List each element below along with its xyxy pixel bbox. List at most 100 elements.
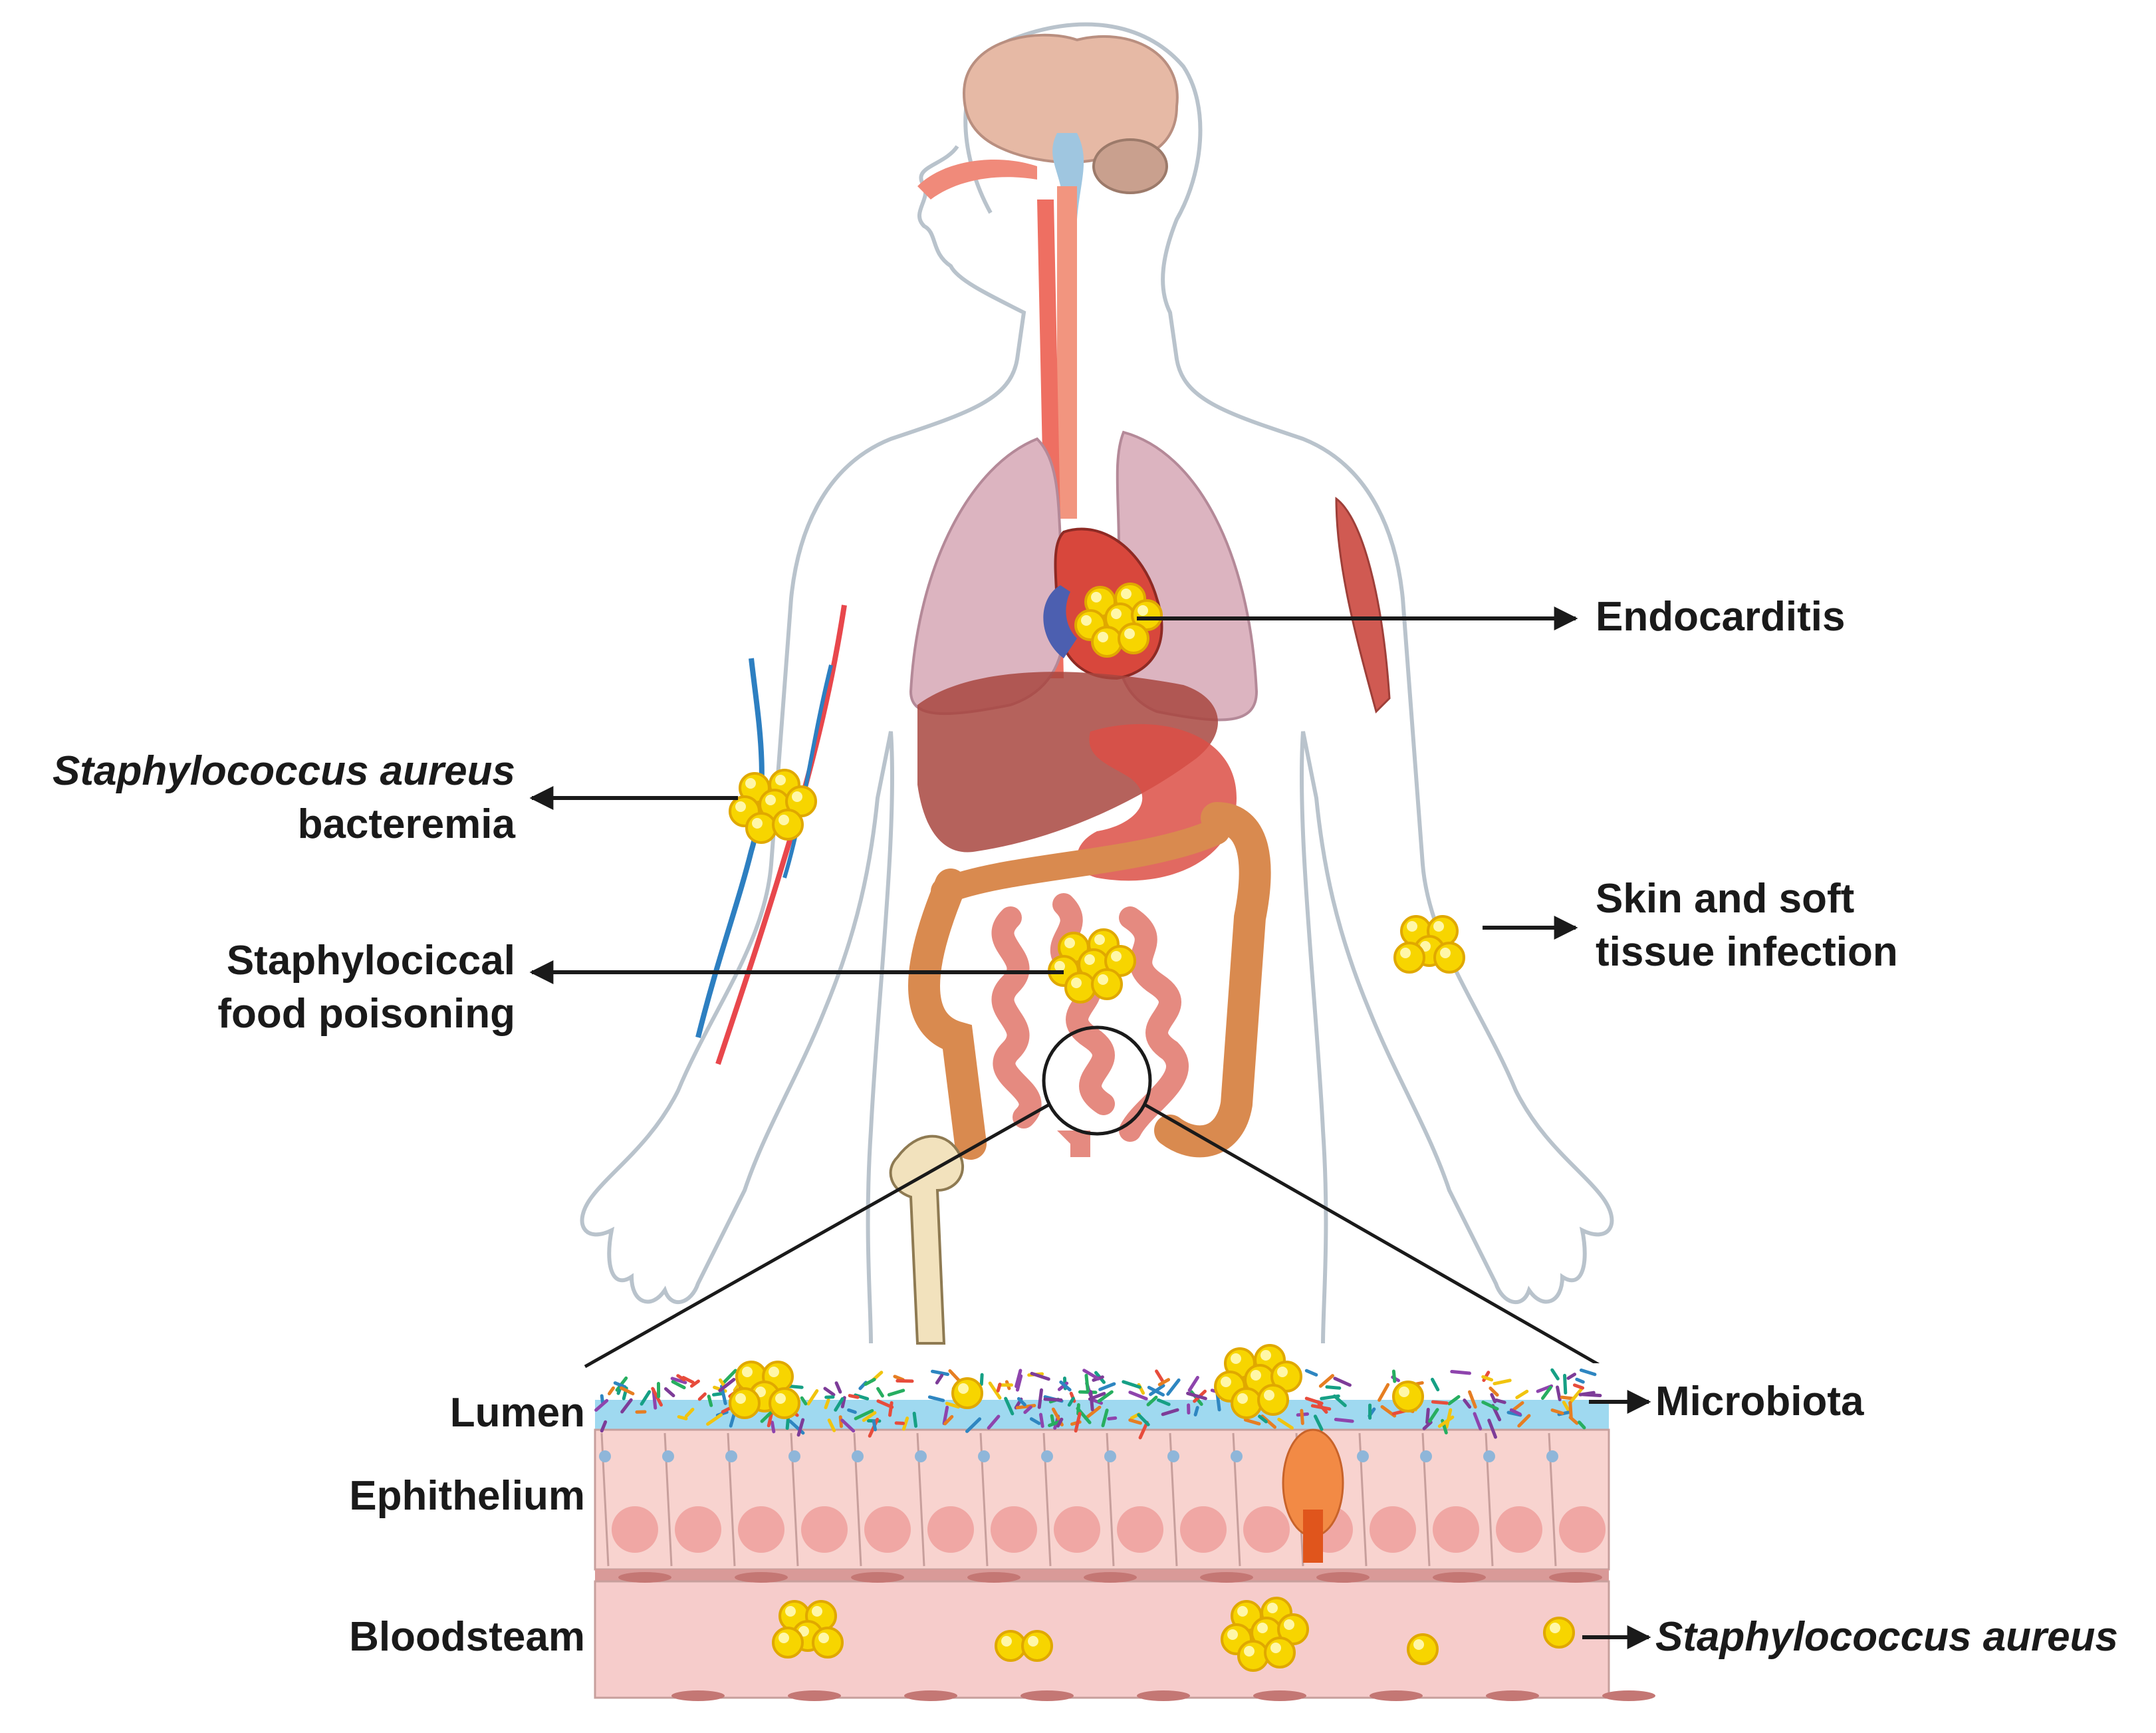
- epithelial-cells: [599, 1432, 1655, 1701]
- microbe-rod: [1076, 1402, 1080, 1416]
- microbe-rod: [987, 1414, 1001, 1430]
- microbe-rod: [1493, 1379, 1512, 1386]
- microbe-rod: [1556, 1385, 1562, 1402]
- microbe-rod: [1277, 1417, 1294, 1430]
- tight-junction: [1420, 1450, 1432, 1462]
- cell-nucleus: [1180, 1506, 1227, 1553]
- label-skin-line2: tissue infection: [1596, 929, 1898, 975]
- microbe-rod: [1074, 1412, 1082, 1433]
- endothelial-cell: [904, 1690, 957, 1701]
- microbe-rod: [943, 1414, 954, 1426]
- microbe-rod: [800, 1396, 808, 1406]
- microbe-rod: [1166, 1378, 1181, 1396]
- microbe-rod: [1313, 1414, 1324, 1431]
- body-outline: [580, 22, 1614, 1344]
- cell-nucleus: [801, 1506, 848, 1553]
- microbe-rod: [824, 1398, 830, 1410]
- microbe-rod: [1431, 1400, 1449, 1405]
- bacterium: [1064, 972, 1096, 1003]
- label-food-line1: Staphylociccal: [226, 938, 515, 984]
- vein-2: [782, 664, 833, 878]
- cell-nucleus: [738, 1506, 784, 1553]
- microbe-rod: [1029, 1417, 1041, 1425]
- cell-nucleus: [1433, 1506, 1479, 1553]
- tight-junction: [1357, 1450, 1369, 1462]
- nasal-cavity: [917, 160, 1037, 200]
- tissue-section: [594, 1363, 1655, 1701]
- trachea: [1057, 186, 1077, 519]
- microbe-rod: [718, 1378, 727, 1388]
- microbe-rod: [1098, 1382, 1116, 1391]
- bacterium: [1543, 1617, 1575, 1649]
- microbe-rod: [1428, 1408, 1439, 1423]
- microbe-rod: [838, 1415, 843, 1428]
- cell-nucleus: [1054, 1506, 1100, 1553]
- tight-junction: [1546, 1450, 1558, 1462]
- microbe-rod: [1333, 1377, 1352, 1387]
- endothelial-cell: [788, 1690, 841, 1701]
- microbe-rod: [651, 1387, 663, 1407]
- microbe-rod: [1243, 1418, 1261, 1426]
- microbe-rod: [1155, 1369, 1164, 1383]
- cell-nucleus: [1496, 1506, 1542, 1553]
- microbe-rod: [1084, 1405, 1102, 1420]
- colon: [908, 802, 1271, 1160]
- microbe-rod: [1186, 1391, 1207, 1400]
- endothelial-cell: [671, 1690, 725, 1701]
- microbe-rod: [1582, 1393, 1602, 1398]
- bacterium: [951, 1377, 983, 1409]
- label-skin-line1: Skin and soft: [1596, 876, 1855, 922]
- microbe-rod: [1038, 1412, 1044, 1428]
- arm-muscle: [1335, 496, 1391, 714]
- microbe-rod: [1422, 1420, 1433, 1430]
- tight-junction: [788, 1450, 800, 1462]
- microbe-rod: [1325, 1385, 1342, 1390]
- microbe-rod: [1304, 1369, 1318, 1377]
- tight-junction: [662, 1450, 674, 1462]
- label-staphylococcus-aureus: Staphylococcus aureus: [1655, 1614, 2119, 1660]
- bacterium: [1021, 1630, 1053, 1662]
- label-skin-infection: Skin and soft tissue infection: [1596, 872, 1898, 979]
- microbe-rod: [1318, 1374, 1334, 1388]
- endothelial-cell: [1602, 1690, 1655, 1701]
- microbe-rod: [887, 1389, 905, 1397]
- microbe-rod: [1560, 1395, 1575, 1400]
- microbe-rod: [796, 1418, 805, 1437]
- microbe-rod: [1568, 1387, 1583, 1405]
- label-food-line2: food poisoning: [217, 991, 515, 1037]
- microbe-rod: [1023, 1405, 1032, 1414]
- microbe-rod: [927, 1395, 945, 1402]
- microbe-rod: [840, 1396, 846, 1408]
- microbe-rod: [1059, 1380, 1072, 1392]
- endothelial-cell: [735, 1572, 788, 1583]
- microbe-rod: [607, 1386, 615, 1396]
- microbe-rod: [864, 1377, 876, 1386]
- cell-nucleus: [1559, 1506, 1606, 1553]
- cell-nucleus: [927, 1506, 974, 1553]
- cell-nucleus: [675, 1506, 721, 1553]
- microbe-rod: [1550, 1368, 1560, 1381]
- label-bloodstream: Bloodsteam: [349, 1614, 585, 1660]
- microbe-rod: [1187, 1375, 1199, 1393]
- zoom-circle: [1042, 1025, 1152, 1136]
- microbe-rod: [711, 1392, 725, 1397]
- endothelial-cell: [1020, 1690, 1074, 1701]
- bacterium: [772, 809, 804, 841]
- bacterium: [1433, 942, 1465, 974]
- microbe-rod: [1146, 1395, 1158, 1406]
- microbe-rod: [1468, 1390, 1477, 1409]
- tight-junction: [1231, 1450, 1243, 1462]
- microbe-rod: [834, 1381, 842, 1394]
- microbe-rod: [640, 1390, 652, 1406]
- artery: [715, 604, 847, 1065]
- microbe-rod: [1391, 1369, 1397, 1383]
- heart-vessel: [1043, 585, 1077, 658]
- microbe-rod: [827, 1418, 836, 1432]
- microbe-rod: [619, 1386, 635, 1396]
- label-lumen: Lumen: [449, 1390, 585, 1436]
- microbe-rod: [1193, 1406, 1199, 1416]
- microbe-rod: [676, 1374, 686, 1382]
- microbe-rod: [1447, 1395, 1461, 1406]
- endothelial-cell: [1370, 1690, 1423, 1701]
